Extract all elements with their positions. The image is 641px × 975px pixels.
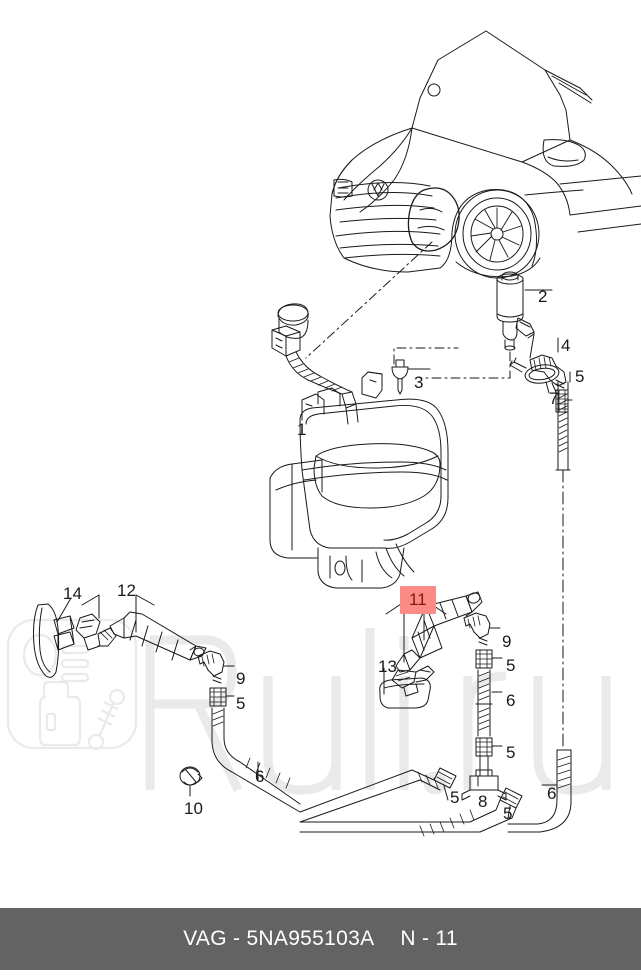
elbow-connector-9-left: [189, 645, 225, 684]
oil-bottle-icon: [38, 680, 82, 747]
callout-label-c2: 2: [538, 287, 548, 306]
tee-connector-8: [461, 769, 507, 801]
footer-page-number: N - 11: [400, 927, 458, 950]
connector-2-to-4: [529, 333, 535, 359]
callout-label-c6r1: 6: [506, 691, 516, 710]
callout-label-c9r: 9: [502, 632, 512, 651]
callout-label-c1: 1: [297, 420, 307, 439]
callout-label-c5r2: 5: [506, 743, 516, 762]
callout-12-bracket: [81, 594, 155, 606]
footer-bar: VAG - 5NA955103A N - 11: [0, 908, 641, 970]
callout-label-c10: 10: [184, 799, 203, 818]
callout-label-c6l: 6: [255, 767, 265, 786]
callout-label-c6b: 6: [547, 784, 557, 803]
headlight-washer-cover-callout: [407, 187, 460, 252]
leader-line-pump-2: [419, 351, 511, 379]
footer-part-number: VAG - 5NA955103A: [183, 927, 375, 950]
callout-label-c12: 12: [117, 581, 136, 600]
hose-clip-10: [179, 766, 203, 786]
hose-clamp-5-bottom-left: [433, 767, 457, 789]
callout-label-c14: 14: [63, 584, 82, 603]
washer-hose-6-bottom-center: [299, 769, 517, 837]
callout-label-c11[interactable]: 11: [400, 586, 436, 614]
grommet-fastener-3: [391, 359, 409, 395]
leader-14: [56, 597, 72, 623]
callout-12-leaders: [98, 594, 137, 633]
callout-label-c13: 13: [378, 657, 397, 676]
hose-clamp-5-right-lower: [475, 737, 493, 757]
leader-5-bottom-left: [443, 785, 449, 801]
leader-7: [545, 381, 557, 394]
headlight-washer-telescopic-right-11: [391, 591, 483, 697]
callout-label-c5l: 5: [236, 694, 246, 713]
callout-label-c8: 8: [478, 792, 488, 811]
callout-label-c5b2: 5: [503, 804, 513, 823]
callout-label-c5r1: 5: [506, 656, 516, 675]
washer-hose-6-right-mid: [475, 669, 493, 737]
washer-pump-2: [496, 271, 535, 351]
callout-label-c4: 4: [561, 336, 571, 355]
callout-label-c7: 7: [549, 389, 559, 408]
callout-label-c9l: 9: [236, 669, 246, 688]
hose-clamp-5-right-upper: [475, 649, 493, 669]
leader-line-fastener-3: [393, 347, 459, 365]
vehicle-illustration: [329, 30, 641, 279]
washer-fluid-reservoir: [269, 303, 449, 589]
shock-absorber-icon: [87, 688, 126, 751]
headlight-washer-telescopic-left-12: [53, 611, 207, 661]
hose-clamp-5-left: [209, 687, 227, 707]
nozzle-cover-cap-13: [379, 677, 431, 709]
washer-hose-6-right: [507, 381, 572, 833]
elbow-connector-9-right: [463, 611, 491, 646]
washer-hose-6-left: [211, 707, 301, 813]
oring-seal-7: [509, 357, 560, 384]
ruli-logo-icon: [6, 618, 138, 750]
callout-label-c5b1: 5: [450, 788, 460, 807]
leader-5-bottom-right: [507, 805, 511, 819]
callout-label-c5: 5: [575, 367, 585, 386]
callout-label-c3: 3: [414, 373, 424, 392]
